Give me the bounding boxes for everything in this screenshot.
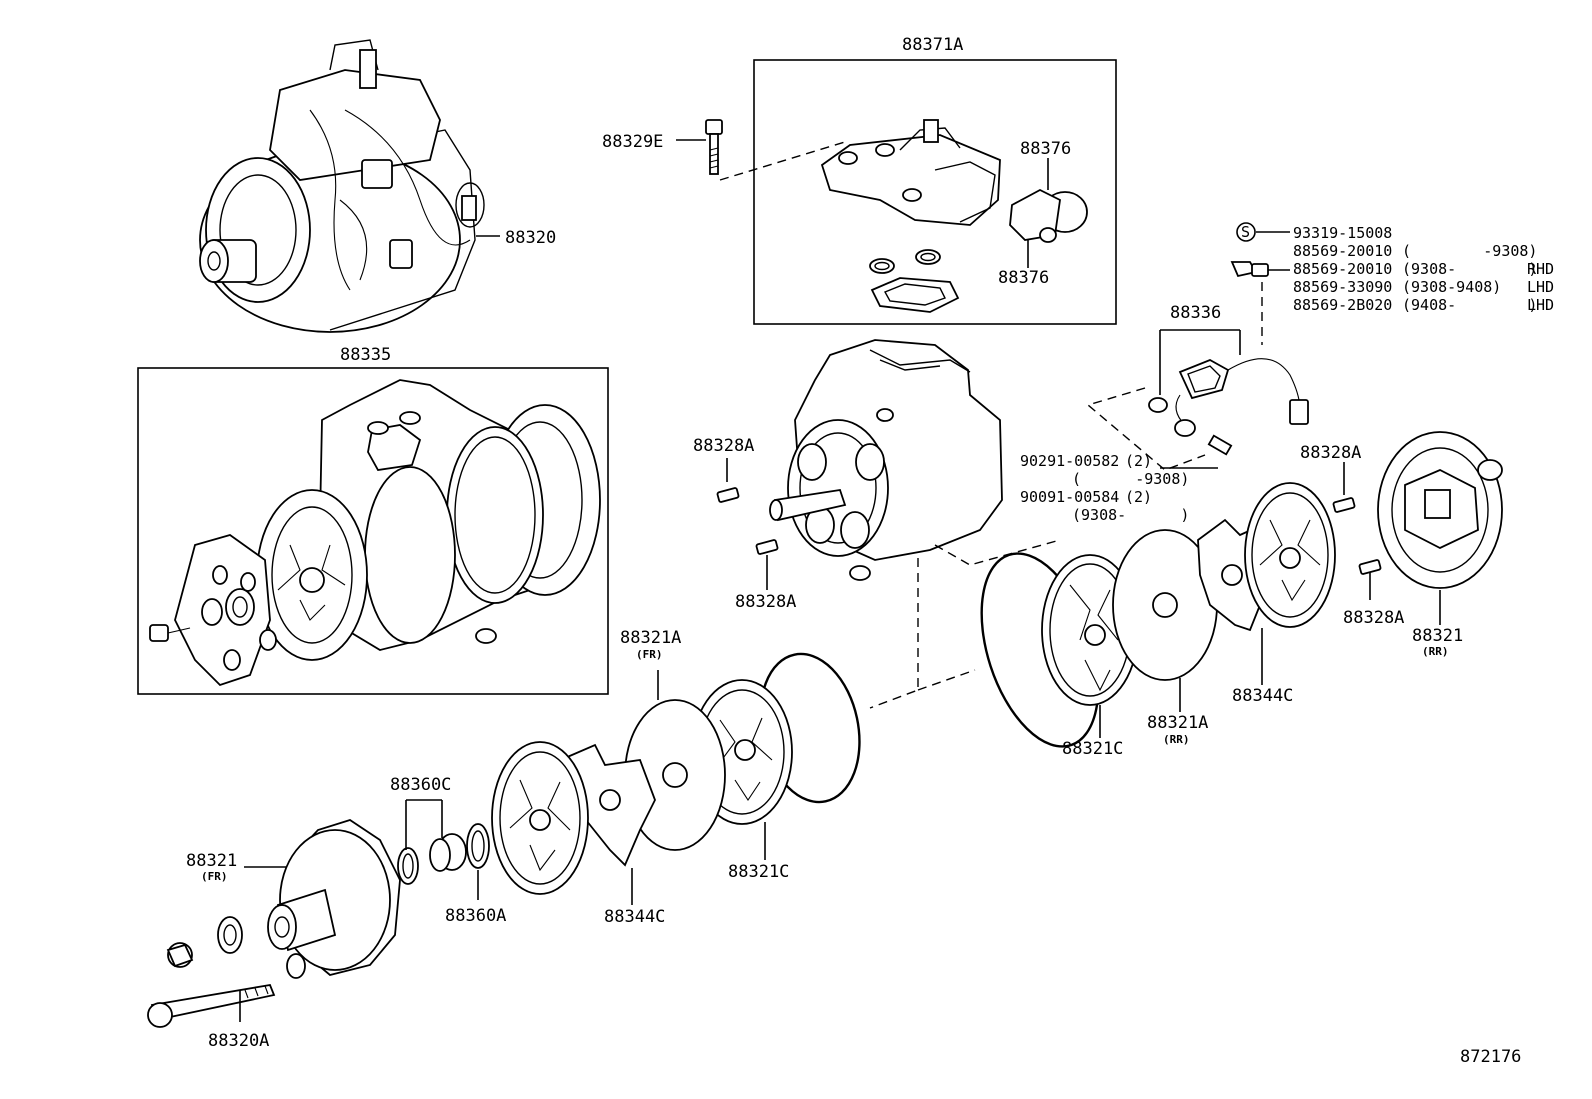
label-plate-front: 88321A [620, 628, 681, 648]
label-valve-front: 88344C [604, 907, 665, 927]
pn-1: 88569-20010 [1293, 242, 1392, 260]
switch-drawing [1230, 261, 1269, 278]
bolt-0-range: ( -9308) [1072, 470, 1189, 488]
pn-4-market: LHD [1527, 296, 1554, 314]
label-housing-rear-sub: (RR) [1422, 645, 1449, 658]
bolt-1-qty: (2) [1125, 488, 1152, 506]
bolt-0-qty: (2) [1125, 452, 1152, 470]
label-valve-rear: 88344C [1232, 686, 1293, 706]
bracket-seal-c [405, 799, 443, 850]
dash-harness [1086, 387, 1206, 471]
label-through-bolt: 88320A [208, 1031, 269, 1051]
label-housing-front-sub: (FR) [201, 870, 228, 883]
label-plate-rear: 88321A [1147, 713, 1208, 733]
diagram-id: 872176 [1460, 1047, 1521, 1067]
pin-lower-left [755, 539, 779, 555]
pn-3-market: LHD [1527, 278, 1554, 296]
bolt-0-pn: 90291-00582 [1020, 452, 1119, 470]
compressor-body-drawing [769, 339, 1003, 581]
clutch-kit-drawing [149, 379, 601, 687]
pn-3: 88569-33090 [1293, 278, 1392, 296]
pn-1-range: ( -9308) [1402, 242, 1537, 260]
label-clutch-kit: 88335 [340, 345, 391, 365]
screw-symbol [1236, 222, 1256, 242]
pn-0: 93319-15008 [1293, 224, 1392, 242]
body-kit-box [753, 59, 1117, 325]
label-cyl-front: 88321C [728, 862, 789, 882]
pn-4-range: (9408- ) [1402, 296, 1537, 314]
pn-2-market: RHD [1527, 260, 1554, 278]
label-housing-front: 88321 [186, 851, 237, 871]
dash-bolt-e [719, 141, 846, 181]
label-compressor-assy: 88320 [505, 228, 556, 248]
pin-lower-right [1358, 559, 1382, 575]
valve-drawing [1009, 188, 1088, 243]
label-bolt-e: 88329E [602, 132, 663, 152]
label-seal-a: 88360A [445, 906, 506, 926]
pin-upper-right [1332, 497, 1356, 513]
label-pin-upper-right: 88328A [1300, 443, 1361, 463]
rear-parts-drawing [980, 431, 1503, 748]
label-valve-b: 88376 [998, 268, 1049, 288]
label-valve-a: 88376 [1020, 139, 1071, 159]
label-screw-symbol: S [1241, 223, 1250, 241]
label-pin-lower-right: 88328A [1343, 608, 1404, 628]
label-plate-rear-sub: (RR) [1163, 733, 1190, 746]
label-harness: 88336 [1170, 303, 1221, 323]
bolt-1-range: (9308- ) [1072, 506, 1189, 524]
pn-4: 88569-2B020 [1293, 296, 1392, 314]
bracket-harness [1159, 329, 1241, 395]
rear-head-drawing [820, 119, 1001, 313]
dash-body [869, 539, 1061, 709]
compressor-assembly-drawing [199, 39, 500, 333]
harness-drawing [1148, 358, 1309, 456]
front-parts-drawing [147, 652, 861, 1028]
pin-upper-left [716, 487, 740, 503]
pn-2: 88569-20010 [1293, 260, 1392, 278]
pn-3-range: (9308-9408) [1402, 278, 1501, 296]
bolt-e-drawing [705, 119, 723, 175]
clutch-kit-box [137, 367, 609, 695]
label-cyl-rear: 88321C [1062, 739, 1123, 759]
label-pin-lower-left: 88328A [735, 592, 796, 612]
label-seal-c: 88360C [390, 775, 451, 795]
pn-2-range: (9308- ) [1402, 260, 1537, 278]
label-plate-front-sub: (FR) [636, 648, 663, 661]
label-housing-rear: 88321 [1412, 626, 1463, 646]
label-pin-upper-left: 88328A [693, 436, 754, 456]
label-body-kit: 88371A [902, 35, 963, 55]
bolt-1-pn: 90091-00584 [1020, 488, 1119, 506]
